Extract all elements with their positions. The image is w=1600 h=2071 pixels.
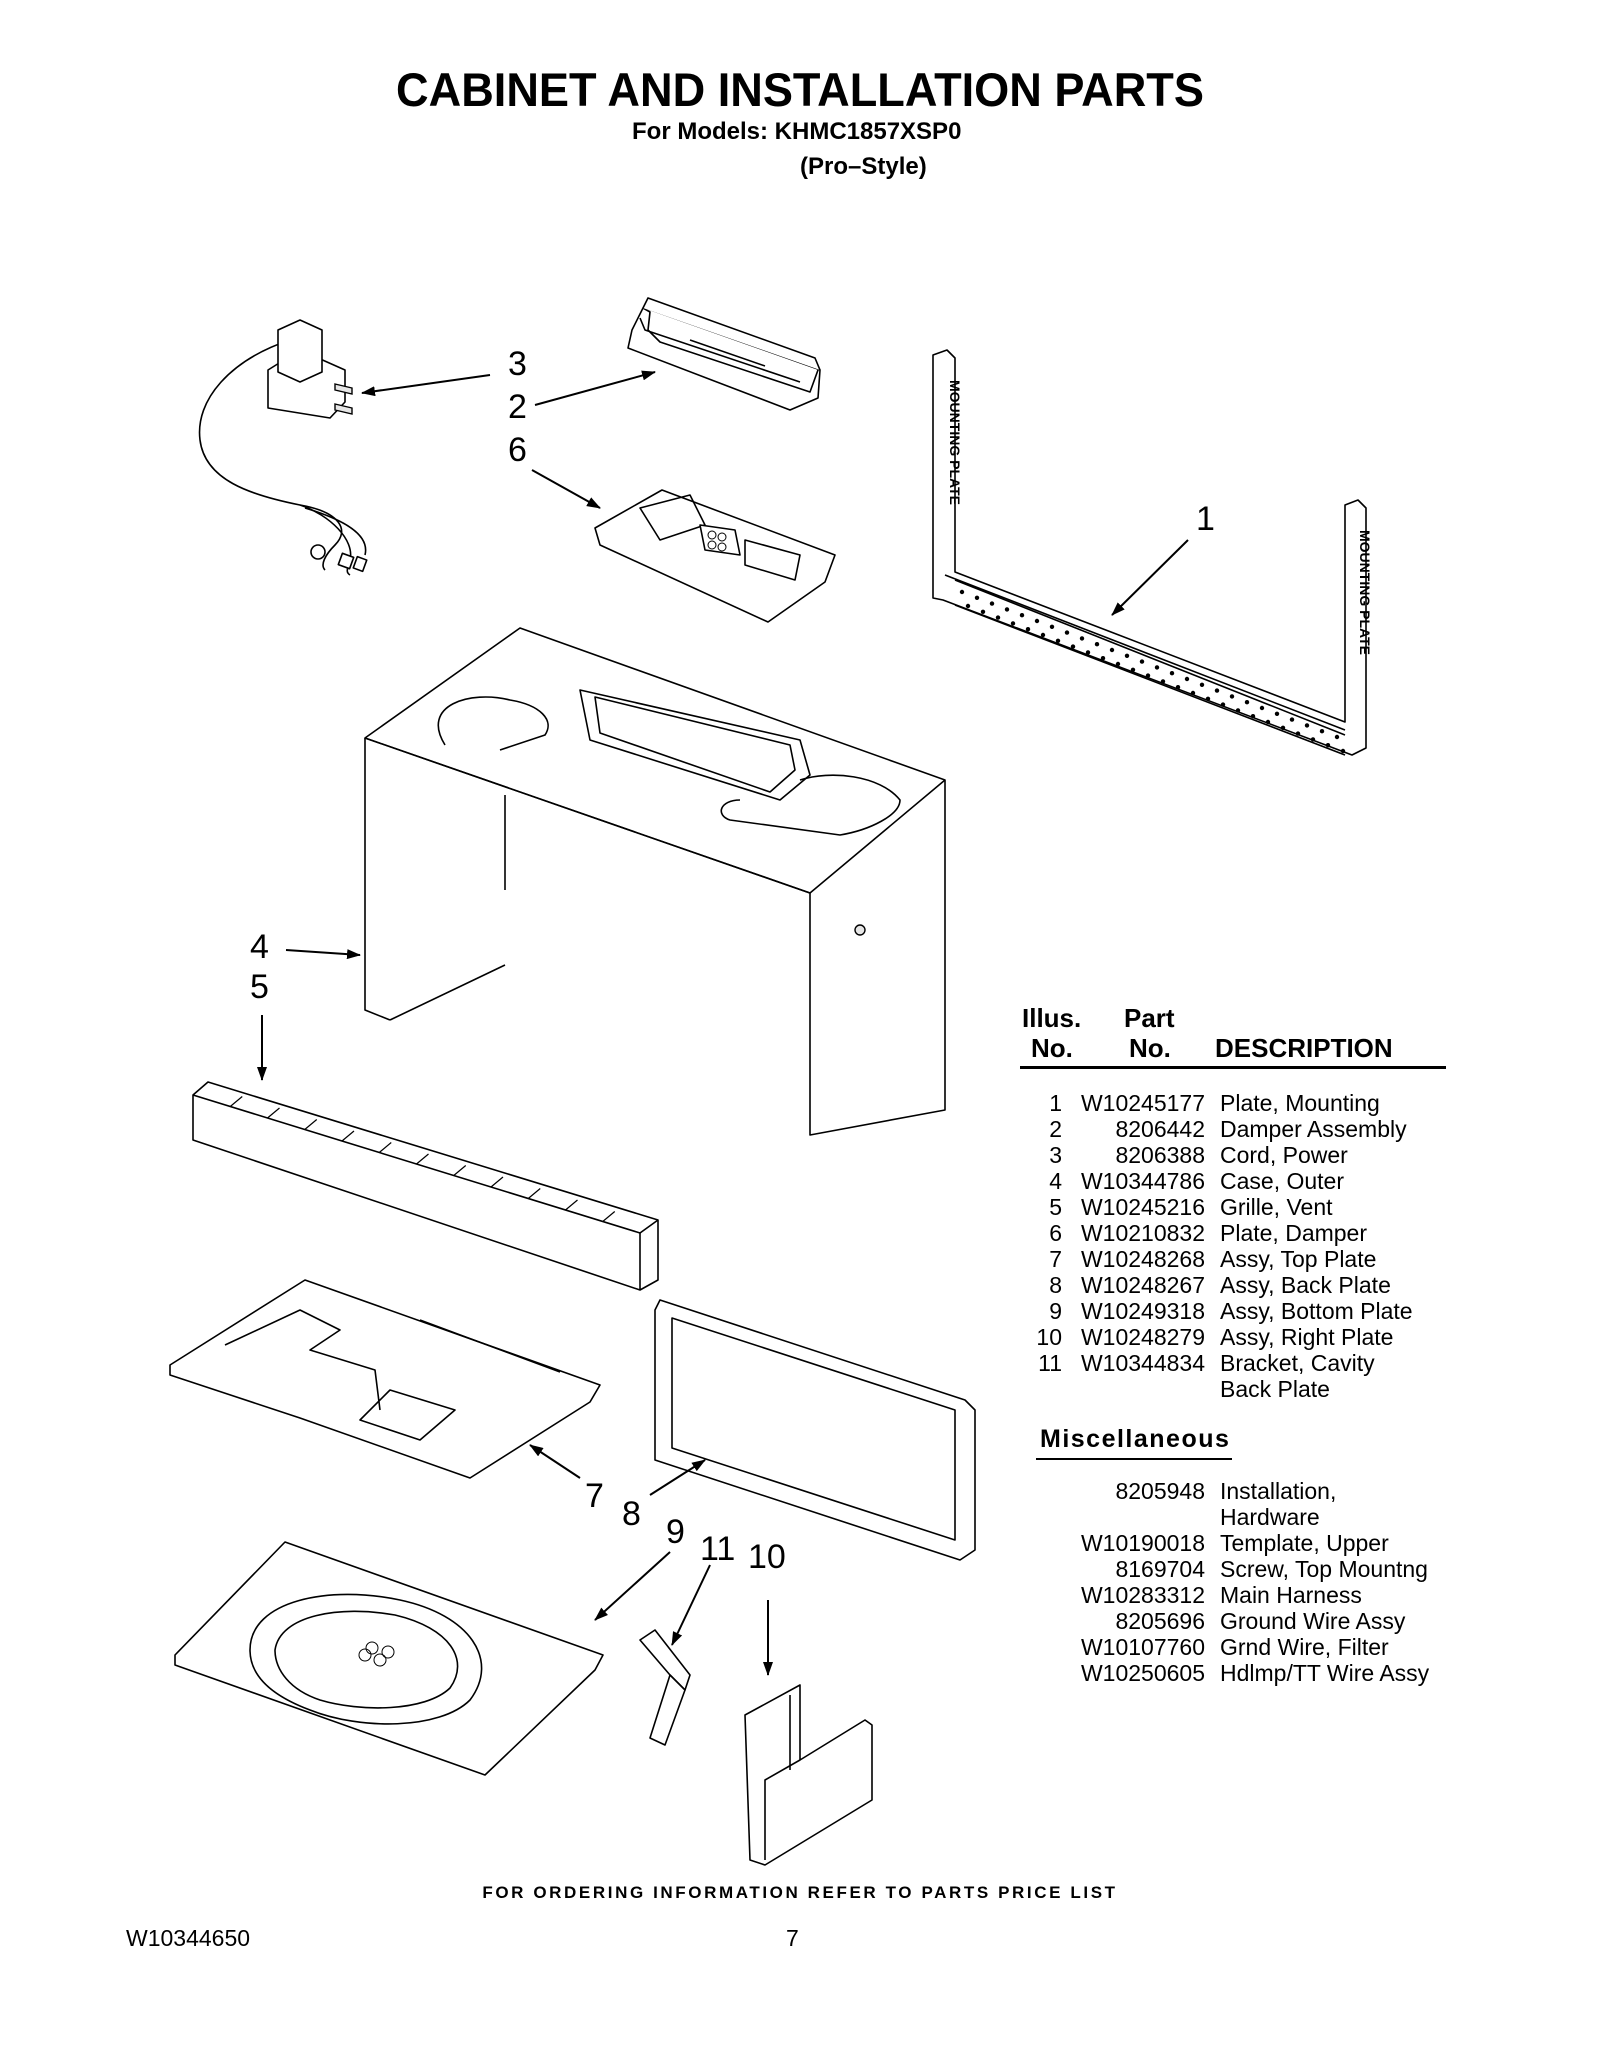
back-plate-part [654, 1299, 976, 1561]
callout-11: 11 [700, 1530, 735, 1568]
callout-6: 6 [508, 431, 527, 469]
table-header-rule [1020, 1066, 1446, 1069]
callout-8: 8 [622, 1495, 641, 1533]
document-number: W10344650 [126, 1925, 251, 1951]
right-plate-part [744, 1684, 873, 1866]
misc-section-title: Miscellaneous [1040, 1425, 1231, 1453]
page-number: 7 [786, 1925, 799, 1951]
col-part-header: Part [1124, 1003, 1175, 1033]
style-line: (Pro–Style) [800, 153, 927, 180]
vent-grille-part [192, 1081, 659, 1291]
cavity-bracket-part [639, 1629, 691, 1746]
col-illus-header: Illus. [1022, 1003, 1082, 1033]
leader-arrows [257, 370, 1189, 1676]
damper-plate-part [594, 489, 836, 623]
mounting-plate-part: MOUNTING PLATE MOUNTING PLATE [932, 349, 1373, 756]
callout-2: 2 [508, 388, 527, 426]
damper-assembly-part [627, 297, 821, 411]
outer-case-part [364, 627, 946, 1136]
models-line: For Models: KHMC1857XSP0 [632, 118, 962, 145]
bottom-plate-part [174, 1541, 604, 1776]
ordering-note: FOR ORDERING INFORMATION REFER TO PARTS … [482, 1883, 1118, 1902]
page-title: CABINET AND INSTALLATION PARTS [396, 63, 1204, 116]
col-desc-header: DESCRIPTION [1215, 1033, 1393, 1063]
col-illus-no-header: No. [1031, 1033, 1073, 1063]
callout-9: 9 [666, 1513, 685, 1551]
callout-1: 1 [1196, 500, 1215, 538]
callout-3: 3 [508, 345, 527, 383]
callout-5: 5 [250, 968, 269, 1006]
callout-7: 7 [585, 1477, 604, 1515]
top-plate-part [169, 1279, 601, 1479]
misc-title-rule [1036, 1458, 1232, 1460]
power-cord-part [198, 319, 368, 576]
callout-4: 4 [250, 928, 269, 966]
mounting-plate-label-right: MOUNTING PLATE [1357, 530, 1373, 655]
mounting-plate-label-left: MOUNTING PLATE [947, 380, 963, 505]
callout-10: 10 [748, 1538, 786, 1576]
col-part-no-header: No. [1129, 1033, 1171, 1063]
